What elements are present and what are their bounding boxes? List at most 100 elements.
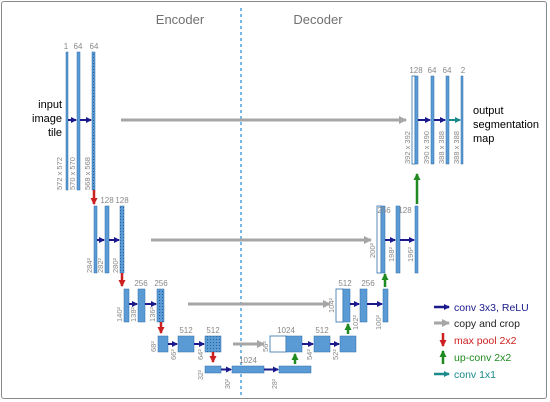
channel-count: 128 [398,206,412,215]
channel-count: 64 [428,66,437,75]
dim-label: 56² [261,341,270,352]
dim-label: 30² [225,378,232,389]
output-map [460,75,464,165]
feature-map [285,335,303,353]
dim-label: 572 x 572 [55,157,64,190]
level3-encoder: 256 256 140² 138² 136² [115,279,168,334]
output-label-line1: output [473,105,504,117]
channel-count: 512 [206,326,220,335]
level3-decoder: 512 256 104² 102² 100² [327,273,389,330]
channel-count: 1 [64,42,69,51]
feature-map [156,288,165,323]
cropped-copy-map [335,288,344,323]
channel-count: 64 [74,42,83,51]
level2-encoder: 128 128 284² 282² 280² [85,196,129,287]
dim-label: 388 x 388 [452,131,461,164]
dim-label: 388 x 388 [437,131,446,164]
dim-label: 68² [149,341,158,352]
dim-label: 198² [387,246,396,262]
feature-map [430,75,435,165]
feature-map [137,288,146,323]
output-label: output segmentation map [473,105,539,145]
level1-encoder: 1 64 64 572 x 572 570 x 570 568 x 568 [55,42,99,205]
input-label: input image tile [32,99,62,139]
feature-map [204,365,222,374]
dim-label: 32² [198,369,205,380]
feature-map [123,288,130,323]
channel-count: 256 [377,206,391,215]
dim-label: 104² [327,297,336,313]
dim-label: 54² [305,349,314,360]
dim-label: 136² [148,306,157,322]
legend: conv 3x3, ReLU copy and crop max pool 2x… [434,302,529,381]
level4-decoder: 1024 512 56² 54² 52² [261,323,357,360]
cropped-copy-map [269,335,287,353]
skip-connections [121,116,407,348]
feature-map [313,335,331,353]
dim-label: 64² [196,349,205,360]
dim-label: 568 x 568 [83,157,92,190]
feature-map [104,205,110,274]
feature-map [414,205,419,274]
channel-count: 128 [409,66,423,75]
cropped-copy-map [411,75,416,165]
channel-count: 1024 [239,356,257,365]
legend-upconv-label: up-conv 2x2 [454,352,511,364]
feature-map [177,335,195,353]
dim-label: 28² [272,378,279,389]
dim-label: 196² [406,246,415,262]
level4-encoder: 512 512 68² 66² 64² [149,326,222,363]
dim-label: 100² [374,314,383,330]
feature-map [382,288,389,323]
dim-label: 284² [85,257,94,273]
output-label-line3: map [473,133,494,145]
feature-map [76,51,81,191]
feature-map [339,335,357,353]
legend-maxpool-label: max pool 2x2 [454,335,517,347]
input-label-line1: input [38,99,62,111]
channel-count: 256 [154,279,168,288]
feature-map [204,335,222,353]
channel-count: 128 [100,196,114,205]
channel-count: 2 [461,66,466,75]
input-label-line2: image [32,113,62,125]
cropped-copy-map [376,205,382,274]
feature-map [157,335,169,353]
dim-label: 392 x 392 [403,131,412,164]
feature-map [91,51,96,191]
dim-label: 52² [331,349,340,360]
legend-conv1x1-label: conv 1x1 [454,369,496,381]
channel-count: 512 [179,326,193,335]
dim-label: 200² [368,242,377,258]
dim-label: 102² [351,314,360,330]
dim-label: 140² [115,306,124,322]
dim-label: 280² [111,257,120,273]
feature-map [278,365,312,374]
channel-count: 1024 [277,326,295,335]
dim-label: 390 x 390 [422,131,431,164]
feature-map [414,75,419,165]
channel-count: 512 [315,326,329,335]
input-label-line3: tile [48,127,62,139]
level2-decoder: 256 128 200² 198² 196² [368,173,421,274]
feature-map [359,288,368,323]
feature-map [119,205,125,274]
channel-count: 128 [115,196,129,205]
output-label-line2: segmentation [473,119,539,131]
decoder-title: Decoder [293,12,343,27]
channel-count: 64 [90,42,99,51]
feature-map [445,75,450,165]
feature-map [395,205,401,274]
channel-count: 64 [443,66,452,75]
dim-label: 66² [169,349,178,360]
level1-decoder: 128 64 64 2 392 x 392 390 x 390 388 x 38… [403,66,466,165]
dim-label: 138² [129,306,138,322]
feature-map [380,205,386,274]
legend-conv-label: conv 3x3, ReLU [454,302,529,314]
legend-copy-label: copy and crop [454,318,520,330]
bottleneck: 1024 32² 30² 28² [198,353,312,389]
dim-label: 282² [96,257,105,273]
channel-count: 512 [338,279,352,288]
channel-count: 256 [134,279,148,288]
